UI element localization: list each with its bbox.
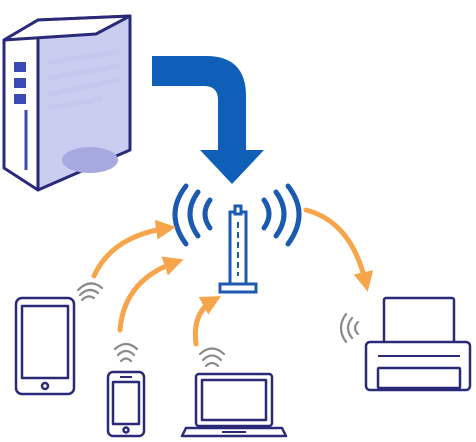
wireless-router-icon: [172, 183, 302, 294]
server-icon: [2, 14, 132, 192]
arrow-laptop-to-router: [192, 296, 222, 347]
wifi-signal-icon: [339, 312, 360, 344]
arrow-tablet-to-router: [91, 219, 176, 279]
down-arrow-icon: [152, 56, 264, 184]
smartphone-icon: [106, 342, 146, 438]
wifi-signal-icon: [198, 347, 226, 368]
tablet-icon: [14, 282, 104, 396]
arrow-router-to-printer: [303, 207, 374, 292]
wifi-signal-icon: [76, 282, 104, 302]
wifi-signal-icon: [113, 342, 139, 363]
laptop-icon: [180, 347, 288, 438]
connection-arrows: [91, 207, 374, 347]
arrow-phone-to-router: [117, 256, 184, 333]
printer-icon: [339, 296, 472, 392]
